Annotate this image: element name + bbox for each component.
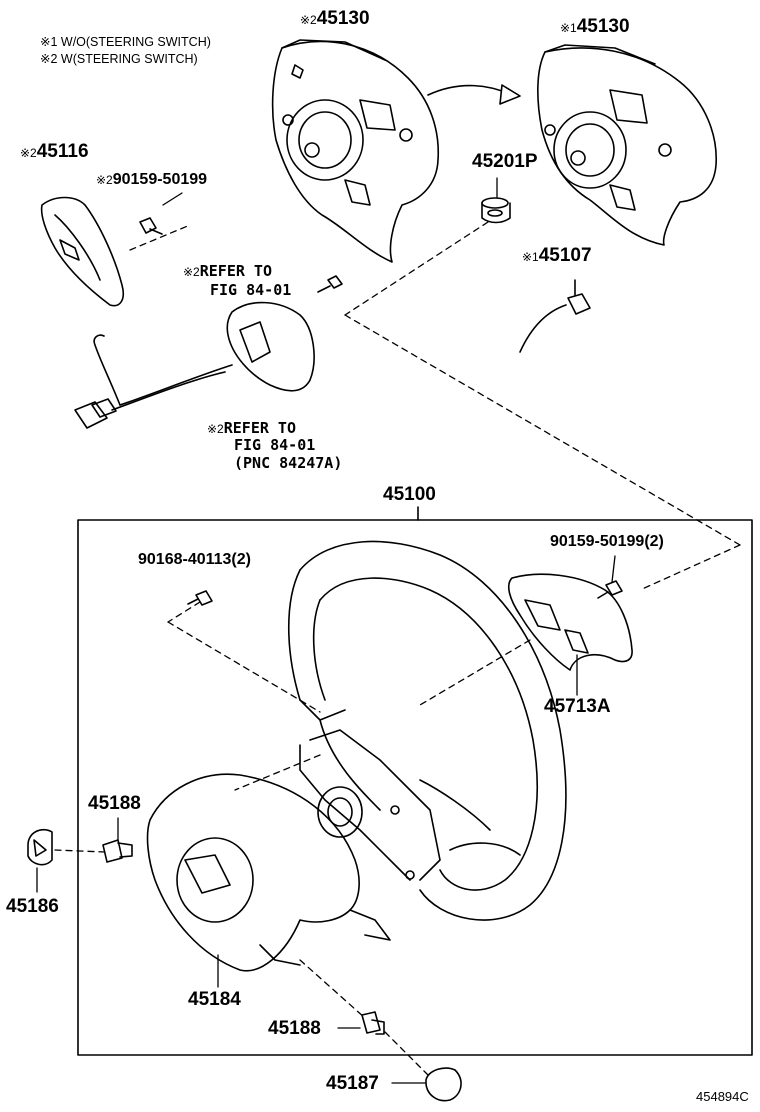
part-label-45188-lower[interactable]: 45188 xyxy=(268,1018,321,1039)
steering-wheel-45100-drawing xyxy=(287,540,567,921)
part-label-45188-upper[interactable]: 45188 xyxy=(88,793,141,814)
refer-top-line1: ※2REFER TO xyxy=(183,264,272,279)
airbag-45130-left-drawing xyxy=(271,39,440,263)
part-label-45186[interactable]: 45186 xyxy=(6,896,59,917)
screw-90159-box-drawing xyxy=(597,580,623,599)
dashed-leaders xyxy=(54,221,741,1076)
diagram-id: 454894C xyxy=(696,1089,749,1104)
legend-note-2: ※2 W(STEERING SWITCH) xyxy=(40,52,198,66)
screw-refer-drawing xyxy=(317,275,343,293)
mark: ※1 xyxy=(522,250,539,264)
part-number: 45107 xyxy=(538,245,592,266)
bushing-45201P-drawing xyxy=(481,197,511,224)
switch-cover-45116-drawing xyxy=(40,196,125,307)
refer-top-line2[interactable]: FIG 84-01 xyxy=(210,281,292,299)
refer-bottom-line3: (PNC 84247A) xyxy=(234,454,343,472)
mark: ※2 xyxy=(20,146,37,160)
part-number: 45130 xyxy=(316,8,370,29)
part-label-90168[interactable]: 90168-40113(2) xyxy=(138,551,251,568)
mark: ※2 xyxy=(183,265,200,279)
bezel-45713A-drawing xyxy=(508,573,633,671)
airbag-45130-right-drawing xyxy=(537,44,717,246)
part-label-45201P[interactable]: 45201P xyxy=(472,151,538,172)
part-label-45100[interactable]: 45100 xyxy=(383,484,436,505)
part-number: 90159-50199 xyxy=(112,171,208,188)
part-label-90159-top[interactable]: ※290159-50199 xyxy=(96,172,207,188)
screw-90159-top-drawing xyxy=(139,217,163,235)
mark: ※1 xyxy=(560,21,577,35)
refer-text: REFER TO xyxy=(223,419,296,437)
part-label-45187[interactable]: 45187 xyxy=(326,1073,379,1094)
swap-arrow-head xyxy=(499,84,521,105)
swap-arrow xyxy=(427,84,513,96)
mark: ※2 xyxy=(207,422,224,436)
bolt-45188-lower-drawing xyxy=(361,1011,385,1035)
part-label-45130-right[interactable]: ※145130 xyxy=(560,17,630,36)
part-label-45130-left[interactable]: ※245130 xyxy=(300,9,370,28)
bolt-45188-upper-drawing xyxy=(102,839,133,863)
harness-45107-drawing xyxy=(519,279,591,353)
refer-bottom-line1: ※2REFER TO xyxy=(207,421,296,436)
part-label-45184[interactable]: 45184 xyxy=(188,989,241,1010)
screw-90168-drawing xyxy=(187,590,213,606)
lower-cover-45184-drawing xyxy=(146,773,391,972)
cap-45186-drawing xyxy=(27,828,53,866)
steering-switch-drawing xyxy=(74,301,315,429)
part-label-45713A[interactable]: 45713A xyxy=(544,696,611,717)
part-label-90159-box[interactable]: 90159-50199(2) xyxy=(550,533,664,550)
part-number: 45130 xyxy=(576,16,630,37)
assembly-box xyxy=(77,519,753,1056)
refer-text: REFER TO xyxy=(199,262,272,280)
mark: ※2 xyxy=(96,173,113,187)
mark: ※2 xyxy=(300,13,317,27)
part-label-45116[interactable]: ※245116 xyxy=(20,142,89,161)
refer-bottom-line2[interactable]: FIG 84-01 xyxy=(234,436,316,454)
plug-45187-drawing xyxy=(425,1067,462,1102)
part-label-45107[interactable]: ※145107 xyxy=(522,246,592,265)
legend-note-1: ※1 W/O(STEERING SWITCH) xyxy=(40,35,211,49)
part-number: 45116 xyxy=(36,141,89,162)
